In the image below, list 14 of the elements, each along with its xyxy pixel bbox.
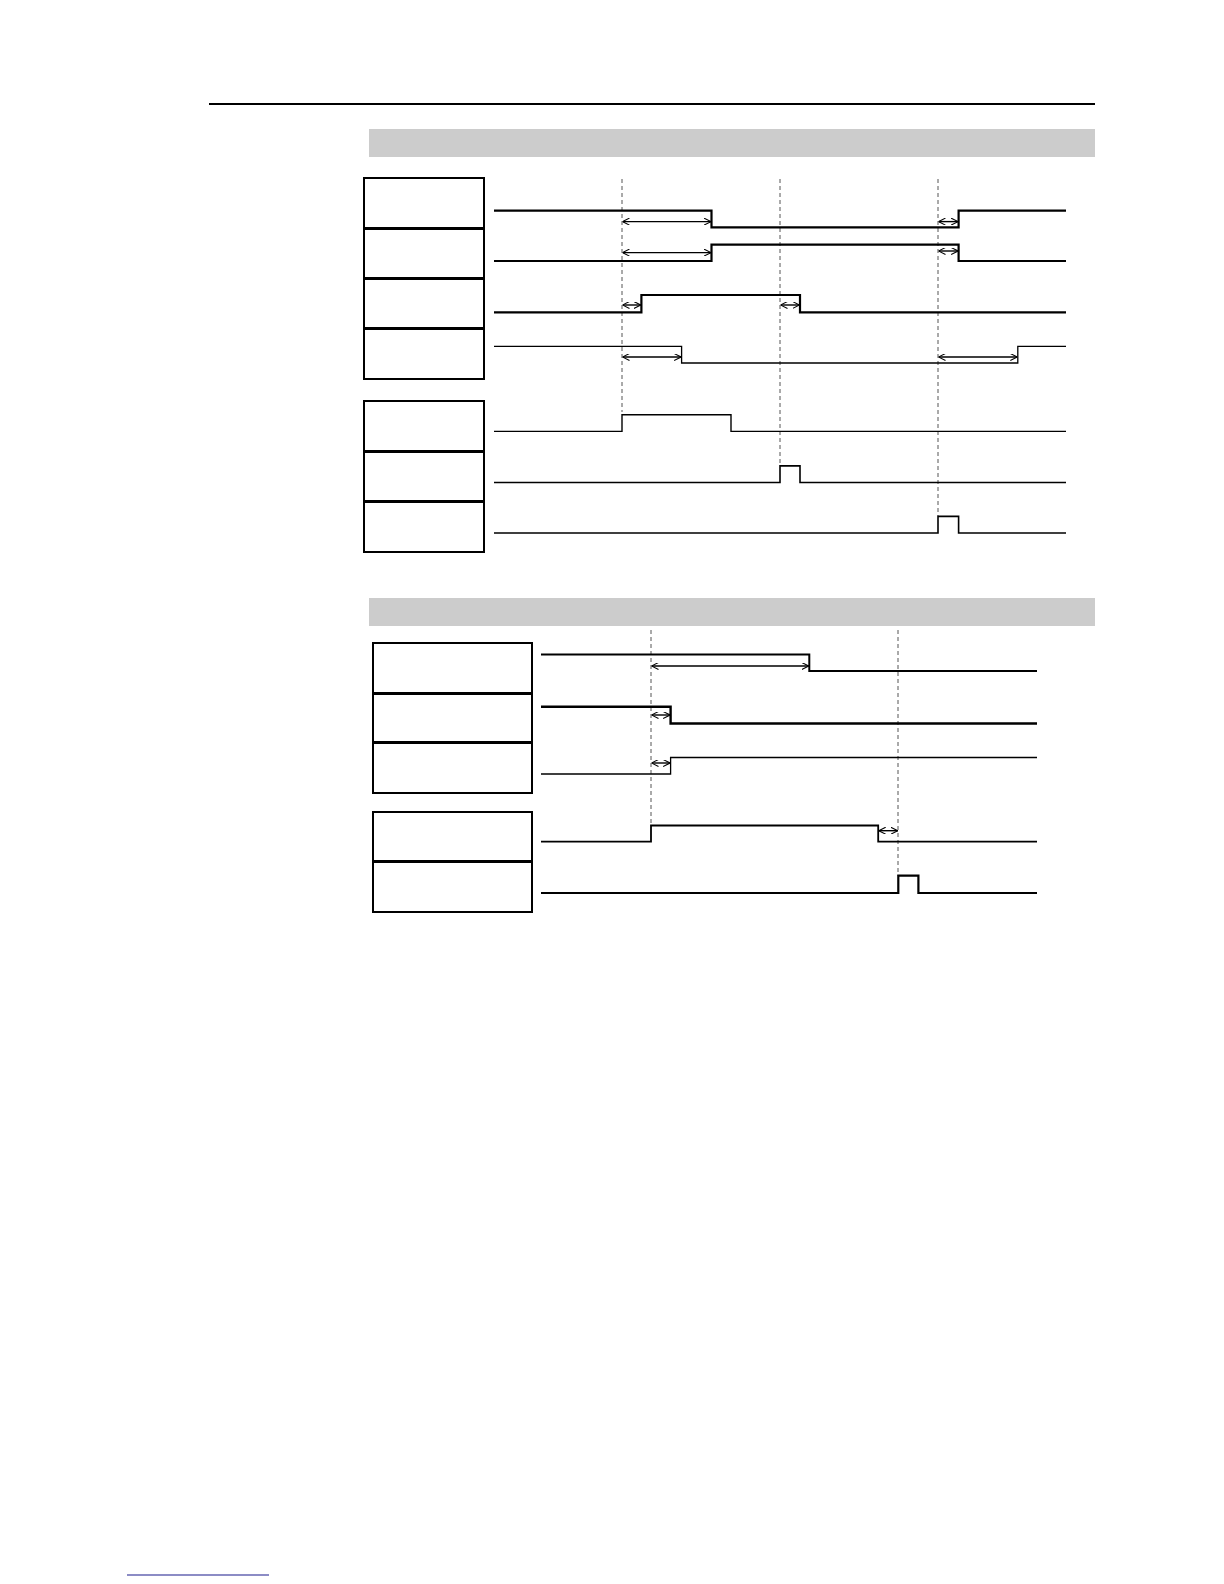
label-box (363, 500, 485, 553)
label-box (363, 400, 485, 453)
label-box (363, 450, 485, 503)
section-header-bar (369, 598, 1095, 626)
label-box (372, 741, 533, 794)
label-box (372, 642, 533, 695)
label-box (363, 177, 485, 230)
section-header-bar (369, 129, 1095, 157)
label-box (372, 811, 533, 863)
label-box (363, 277, 485, 330)
label-box (372, 860, 533, 913)
label-box (363, 327, 485, 380)
label-box (363, 227, 485, 280)
label-box (372, 692, 533, 744)
